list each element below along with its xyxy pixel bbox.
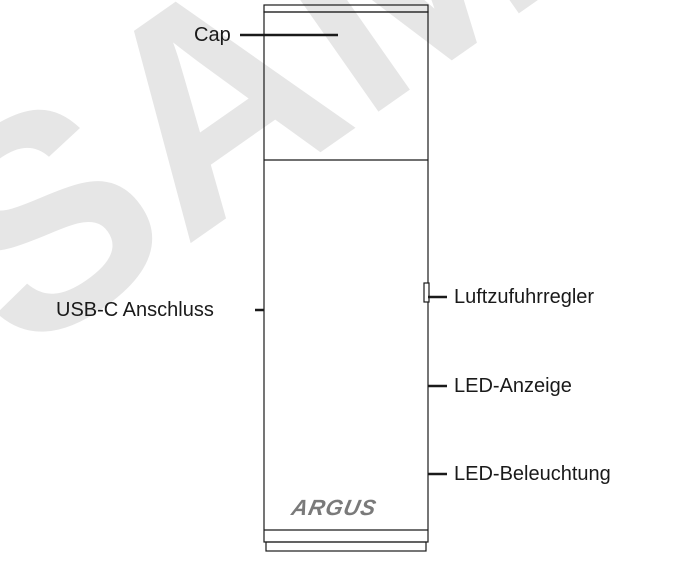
bottom-base [265, 541, 427, 552]
brand-logo: ARGUS [289, 495, 380, 520]
watermark-text: SAMPLE [0, 0, 690, 415]
label-air-regulator: Luftzufuhrregler [454, 286, 595, 308]
label-led-light: LED-Beleuchtung [454, 463, 611, 485]
label-cap: Cap [194, 24, 231, 46]
device-body [263, 4, 430, 552]
leader-lines [240, 33, 447, 476]
label-usb-c-port: USB-C Anschluss [56, 299, 214, 321]
air-regulator-knob [423, 282, 430, 303]
label-led-display: LED-Anzeige [454, 375, 572, 397]
